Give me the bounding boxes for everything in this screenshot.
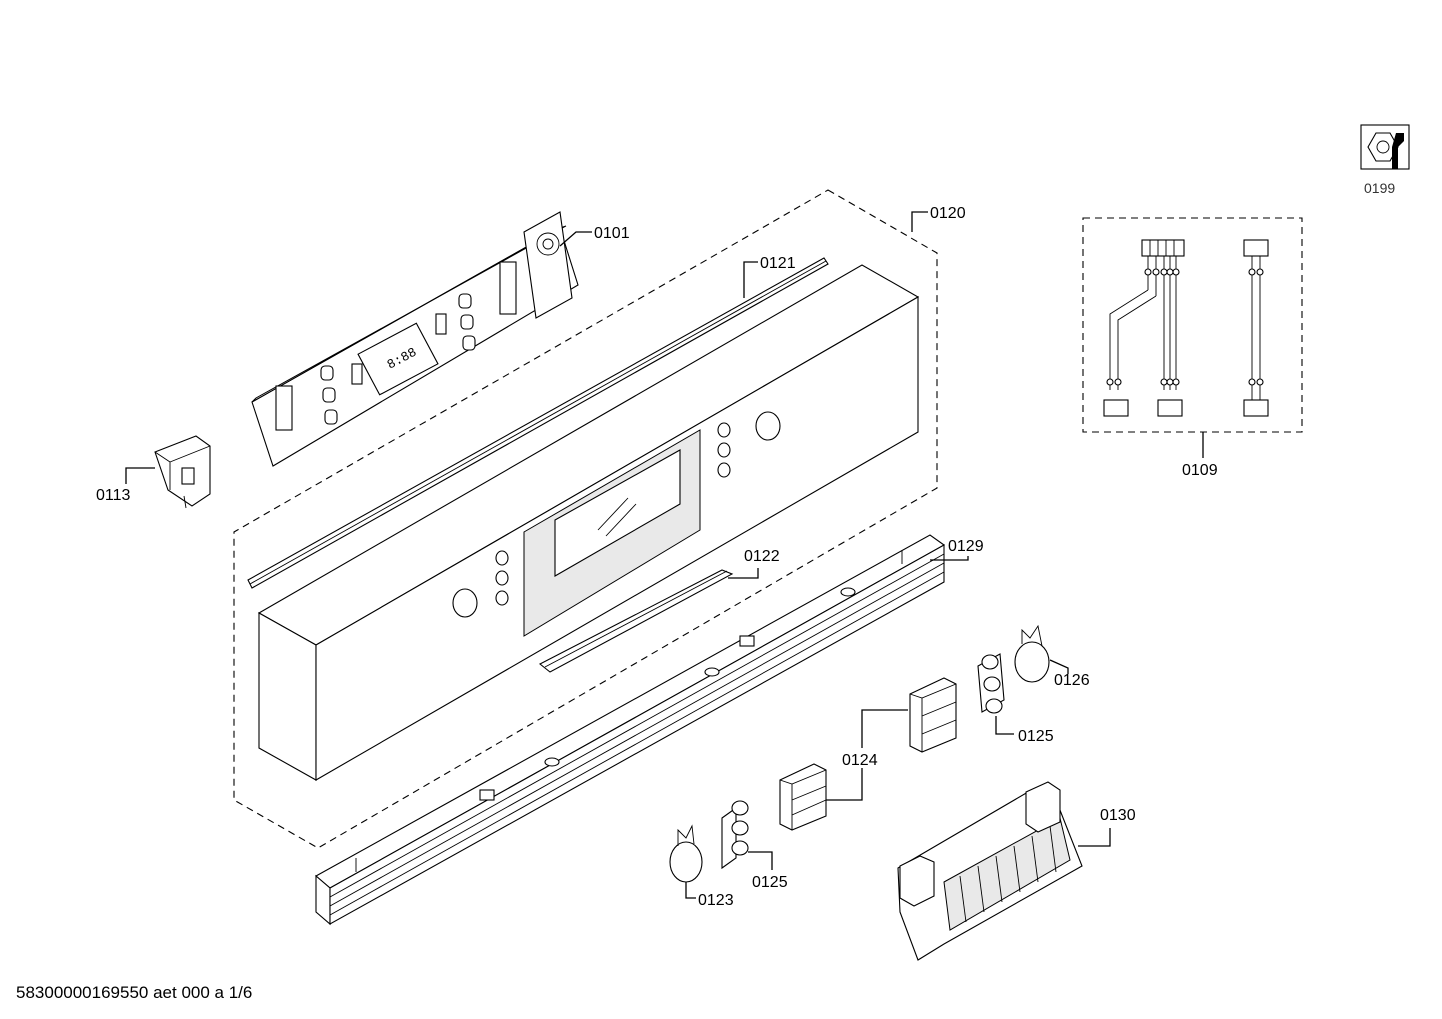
part-0130-bracket[interactable] (897, 781, 1083, 961)
label-0125-lower: 0125 (752, 874, 788, 891)
label-0129: 0129 (948, 538, 984, 555)
part-0122-handle-bar[interactable] (538, 569, 734, 673)
label-0126: 0126 (1054, 672, 1090, 689)
part-0101-control-board[interactable]: 8:88 (251, 211, 579, 467)
label-0125-upper: 0125 (1018, 728, 1054, 745)
part-0129-base-rail[interactable] (315, 534, 946, 926)
part-0109-wiring-harness[interactable] (1082, 217, 1303, 433)
part-0121-trim-strip[interactable] (247, 257, 829, 589)
label-0122: 0122 (744, 548, 780, 565)
label-0113: 0113 (96, 487, 131, 504)
part-0126-knob[interactable] (1014, 624, 1050, 683)
label-0199: 0199 (1364, 180, 1395, 196)
label-0130: 0130 (1100, 807, 1136, 824)
part-0199-service-wrench-icon[interactable] (1360, 124, 1410, 170)
part-0124-switch-block-lower[interactable] (779, 763, 827, 831)
label-0101: 0101 (594, 225, 630, 242)
assembly-group-0120-outline (233, 189, 938, 849)
leader-lines (125, 211, 1204, 899)
label-0120: 0120 (930, 205, 966, 222)
label-0124: 0124 (842, 752, 878, 769)
part-0123-knob[interactable] (669, 824, 703, 883)
part-0113-clip[interactable] (154, 435, 211, 509)
label-0123: 0123 (698, 892, 734, 909)
part-0124-switch-block-upper[interactable] (909, 677, 957, 753)
part-0120-front-panel[interactable] (257, 264, 920, 781)
part-0125-buttons-upper[interactable] (977, 653, 1005, 714)
part-0125-buttons-lower[interactable] (721, 800, 749, 870)
drawing-reference-footer: 58300000169550 aet 000 a 1/6 (16, 983, 252, 1002)
label-0121: 0121 (760, 255, 796, 272)
label-0109: 0109 (1182, 462, 1218, 479)
